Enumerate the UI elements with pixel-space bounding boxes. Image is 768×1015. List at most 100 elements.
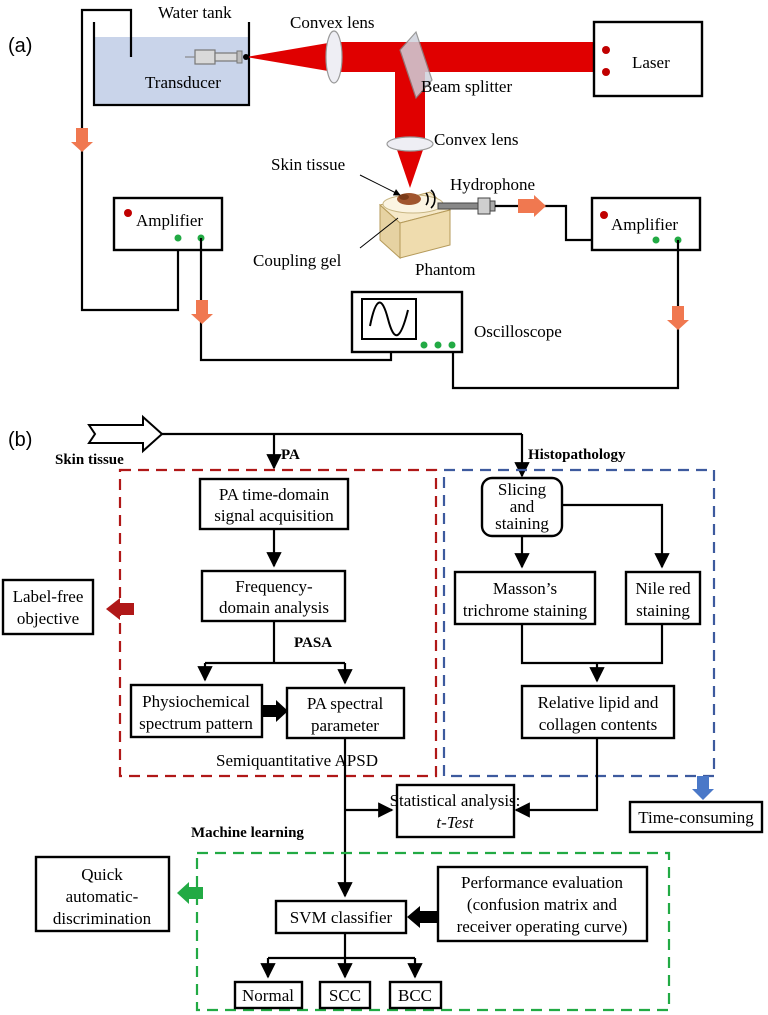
panel-a-label: (a): [8, 35, 32, 57]
massons-line-1: Masson’s: [493, 579, 557, 598]
coupling-gel-label: Coupling gel: [253, 251, 342, 270]
time-consuming-arrow-body: [697, 776, 709, 789]
performance-line-3: receiver operating curve): [457, 917, 628, 936]
label-free-arrow-head: [106, 598, 120, 620]
relative-to-statistical-arrow: [514, 738, 599, 818]
time-consuming-arrow-head: [692, 789, 714, 800]
pa-time-domain-box: PA time-domain signal acquisition: [198, 477, 350, 531]
amplifier-right-label: Amplifier: [611, 215, 678, 234]
pa-spectral-line-2: parameter: [311, 716, 379, 735]
skin-tissue-pointer: [359, 174, 401, 196]
frequency-domain-line-2: domain analysis: [219, 598, 329, 617]
svm-label: SVM classifier: [290, 908, 393, 927]
physiochemical-line-2: spectrum pattern: [139, 714, 253, 733]
amplifier-right-wire: [451, 240, 680, 390]
semiquantitative-label: Semiquantitative APSD: [216, 751, 378, 770]
statistical-line-1: Statistical analysis:: [390, 791, 521, 810]
time-consuming-label: Time-consuming: [638, 808, 754, 827]
laser-box: Laser: [592, 20, 704, 98]
pasa-split-line: [205, 621, 345, 665]
amplifier-right: Amplifier: [590, 196, 702, 252]
transducer: Transducer: [145, 49, 243, 92]
amplifier-left-label: Amplifier: [136, 211, 203, 230]
scc-box: SCC: [318, 980, 372, 1010]
laser-label: Laser: [632, 53, 670, 72]
oscilloscope-label: Oscilloscope: [474, 322, 562, 341]
coupling-gel-pointer: [359, 217, 399, 249]
nile-red-line-1: Nile red: [635, 579, 691, 598]
convex-lens-top-label: Convex lens: [290, 13, 375, 32]
phantom-label: Phantom: [415, 260, 475, 279]
physio-to-spectral-body: [262, 705, 276, 717]
perf-to-svm-head: [407, 906, 420, 928]
bcc-label: BCC: [398, 986, 432, 1005]
convex-lens-mid-label: Convex lens: [434, 130, 519, 149]
statistical-box: Statistical analysis: t-Test: [390, 783, 521, 839]
histopathology-label: Histopathology: [528, 447, 626, 463]
hydrophone-label: Hydrophone: [450, 175, 535, 194]
svm-box: SVM classifier: [274, 899, 408, 935]
performance-line-1: Performance evaluation: [461, 873, 623, 892]
panel-a: (a) Water tank Transducer Conve: [8, 3, 704, 390]
label-free-line-1: Label-free: [13, 587, 84, 606]
performance-line-2: (confusion matrix and: [467, 895, 618, 914]
wire-arrow-mid: [191, 300, 213, 324]
relative-lipid-box: Relative lipid and collagen contents: [520, 684, 676, 740]
scc-label: SCC: [329, 986, 361, 1005]
to-relative-arrow: [520, 624, 664, 681]
convex-lens-mid: Convex lens: [386, 130, 519, 152]
hydrophone-signal-arrow: [518, 195, 546, 217]
physiochemical-line-1: Physiochemical: [142, 692, 250, 711]
quick-arrow-head: [177, 882, 189, 904]
slicing-line-3: staining: [495, 514, 549, 533]
pa-spectral-box: PA spectral parameter: [285, 686, 406, 740]
quick-arrow-body: [189, 887, 203, 899]
ml-dashed-region: [195, 851, 671, 1012]
pa-spectral-line-1: PA spectral: [307, 694, 384, 713]
amplifier-left: Amplifier: [112, 196, 224, 252]
pa-label: PA: [281, 447, 300, 463]
frequency-domain-line-1: Frequency-: [235, 577, 313, 596]
label-free-line-2: objective: [17, 609, 79, 628]
normal-box: Normal: [233, 980, 304, 1010]
frequency-domain-box: Frequency- domain analysis: [200, 569, 347, 623]
massons-box: Masson’s trichrome staining: [453, 570, 597, 626]
beam-splitter-label: Beam splitter: [421, 77, 512, 96]
quick-line-2: automatic-: [66, 887, 139, 906]
time-consuming-box: Time-consuming: [628, 800, 764, 834]
skin-tissue-input-arrow: [87, 414, 164, 454]
relative-lipid-line-2: collagen contents: [539, 715, 658, 734]
oscilloscope: Oscilloscope: [350, 290, 562, 354]
physiochemical-box: Physiochemical spectrum pattern: [129, 683, 264, 739]
to-nile-arrow: [562, 503, 670, 569]
label-free-box: Label-free objective: [1, 578, 95, 636]
output-split-line: [268, 933, 415, 960]
phantom: Phantom: [378, 189, 475, 279]
skin-tissue-b-label: Skin tissue: [55, 452, 124, 468]
nile-red-line-2: staining: [636, 601, 690, 620]
normal-label: Normal: [242, 986, 294, 1005]
pa-time-domain-line-2: signal acquisition: [214, 506, 334, 525]
pa-dashed-region: [118, 468, 438, 778]
quick-box: Quick automatic- discrimination: [34, 855, 171, 933]
transducer-wire: [80, 8, 180, 312]
relative-lipid-line-1: Relative lipid and: [538, 693, 659, 712]
quick-line-1: Quick: [81, 865, 123, 884]
convex-lens-top: Convex lens: [290, 13, 375, 84]
skin-tissue-label: Skin tissue: [271, 155, 345, 174]
quick-line-3: discrimination: [53, 909, 152, 928]
slicing-line-1: Slicing: [498, 480, 547, 499]
wire-arrow-left: [71, 128, 93, 152]
histo-dashed-region: [442, 468, 716, 778]
machine-learning-label: Machine learning: [191, 825, 304, 841]
panel-b-label: (b): [8, 429, 32, 451]
slicing-line-2: and: [510, 497, 535, 516]
massons-line-2: trichrome staining: [463, 601, 588, 620]
statistical-line-2: t-Test: [436, 813, 474, 832]
slicing-box: Slicing and staining: [480, 476, 564, 538]
transducer-label: Transducer: [145, 73, 221, 92]
perf-to-svm-body: [420, 911, 438, 923]
pasa-label: PASA: [294, 635, 332, 651]
panel-b: (b) Skin tissue PA Histopathology PA tim…: [1, 414, 764, 1012]
